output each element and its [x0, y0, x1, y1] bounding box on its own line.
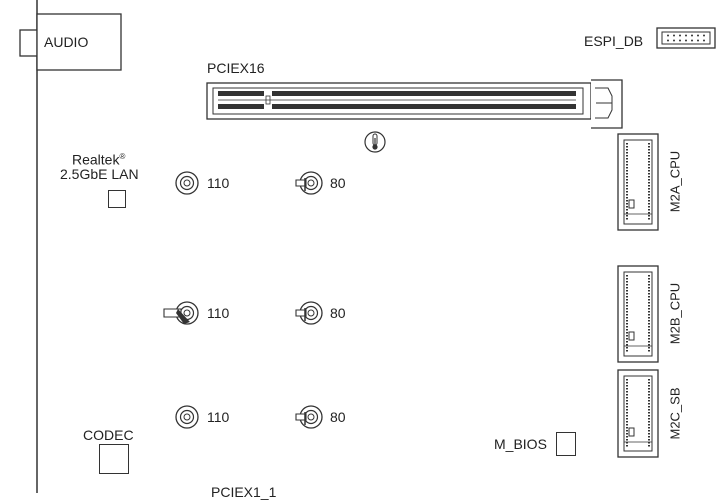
audio-label: AUDIO: [44, 34, 89, 50]
realtek-label: Realtek®: [72, 149, 125, 168]
standoff-label: 110: [207, 305, 230, 321]
standoff-label: 110: [207, 409, 230, 425]
m-bios-label: M_BIOS: [494, 436, 547, 452]
espi-db-label: ESPI_DB: [584, 33, 644, 49]
realtek-text: Realtek: [72, 151, 120, 168]
standoff-label: 80: [330, 175, 346, 191]
m2c-label: M2C_SB: [667, 387, 683, 440]
m-bios-chip: [556, 432, 576, 456]
registered-mark: ®: [119, 152, 126, 161]
codec-label: CODEC: [83, 427, 134, 443]
lan-label: 2.5GbE LAN: [60, 166, 139, 182]
standoff-label: 110: [207, 175, 230, 191]
codec-chip: [99, 444, 129, 474]
pciex16-label: PCIEX16: [207, 60, 265, 76]
standoff-label: 80: [330, 305, 346, 321]
lan-chip: [108, 190, 126, 208]
standoff-label: 80: [330, 409, 346, 425]
